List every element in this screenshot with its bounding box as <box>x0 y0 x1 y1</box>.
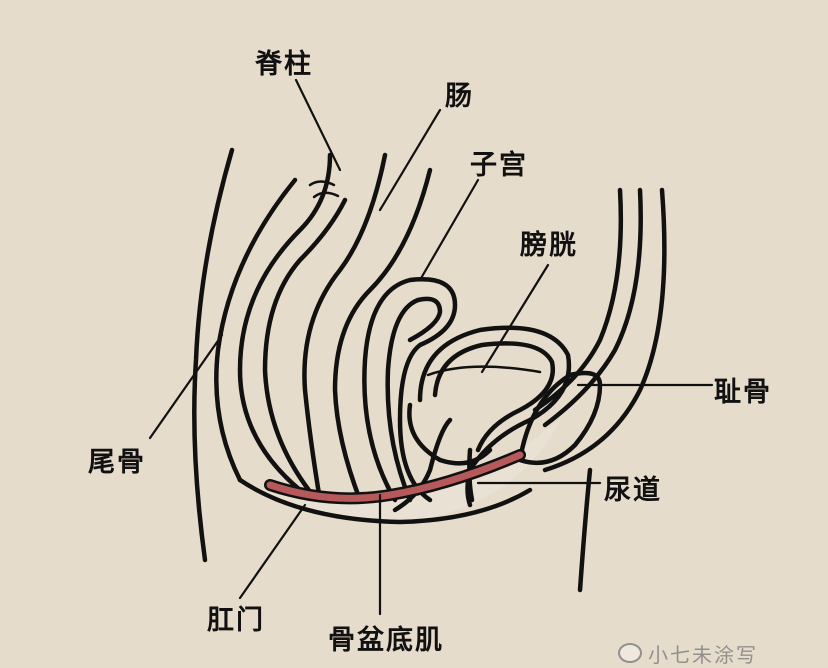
perineum-curve <box>237 477 533 525</box>
back-outline <box>192 147 235 563</box>
label-anus: 肛门 <box>207 605 265 636</box>
leader-bladder <box>480 263 550 374</box>
intestine-inner <box>332 167 433 503</box>
label-spine: 脊柱 <box>255 49 313 80</box>
spine-curve-inner <box>262 197 348 501</box>
vertebra-mark-2 <box>312 191 340 199</box>
vagina-line <box>392 417 453 513</box>
watermark: 小七未涂写 <box>618 640 758 667</box>
thigh-front <box>577 467 593 593</box>
leader-spine <box>294 78 342 172</box>
watermark-text: 小七未涂写 <box>648 642 758 667</box>
vertebra-mark-1 <box>308 180 336 187</box>
bladder-cavity-line <box>426 365 542 377</box>
bladder-bottom <box>407 402 493 466</box>
abdomen-line-2 <box>542 187 643 428</box>
spine-curve-outer <box>237 152 333 493</box>
bladder-inner <box>432 341 556 453</box>
label-coccyx: 尾骨 <box>88 447 146 478</box>
pelvic-floor-muscle <box>266 451 524 502</box>
leader-intestine <box>378 108 442 212</box>
label-uterus: 子宫 <box>470 150 528 181</box>
pelvic-cavity-fill <box>240 420 560 522</box>
label-intestine: 肠 <box>445 81 474 112</box>
label-bladder: 膀胱 <box>520 230 578 261</box>
chat-bubble-icon <box>618 643 642 663</box>
label-pubic-bone: 耻骨 <box>714 377 772 408</box>
leader-coccyx <box>148 333 224 440</box>
leader-anus <box>238 503 307 600</box>
label-urethra: 尿道 <box>604 475 662 506</box>
leader-uterus <box>418 178 480 282</box>
label-pelvic-floor: 骨盆底肌 <box>328 625 444 656</box>
uterus-inner <box>385 296 443 503</box>
intestine-outer <box>302 152 388 503</box>
uterus-outer <box>362 277 458 503</box>
abdomen-line-1 <box>532 187 624 413</box>
sacrum-outer-curve <box>214 177 298 483</box>
